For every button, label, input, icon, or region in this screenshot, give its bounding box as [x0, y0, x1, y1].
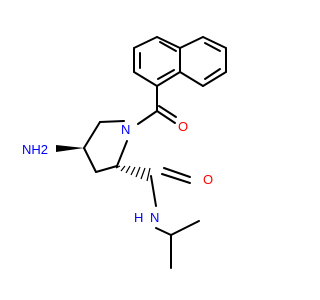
bond [156, 110, 176, 124]
wedge-bond [56, 145, 84, 152]
bond [133, 71, 158, 87]
bond [99, 120, 125, 123]
bond [202, 71, 227, 87]
amide-oxygen-label: O [203, 172, 213, 187]
bond [204, 68, 221, 80]
bond [157, 69, 175, 80]
bond [158, 105, 177, 118]
amine-label: NH2 [22, 142, 48, 157]
bond [159, 41, 177, 52]
ring-nitrogen-label: N [121, 122, 130, 137]
bonds [83, 36, 227, 269]
bond [83, 147, 97, 173]
bond [179, 36, 204, 49]
bond [204, 42, 221, 52]
bond [156, 71, 181, 87]
bond [116, 140, 128, 167]
bond [163, 167, 191, 178]
bond [179, 71, 204, 87]
stereo-bonds [56, 145, 151, 182]
bond [156, 36, 181, 49]
bond [137, 110, 158, 125]
bond [155, 227, 172, 236]
bond [95, 165, 118, 173]
bond [133, 36, 158, 49]
molecule-diagram: NH2 N O O N H [22, 36, 227, 269]
bond [161, 173, 191, 184]
atom-labels: NH2 N O O N H [22, 119, 213, 225]
amide-nitrogen-label: N [150, 210, 159, 225]
bond [83, 121, 101, 149]
amide-hydrogen-label: H [134, 210, 143, 225]
hashed-bond [115, 165, 151, 182]
bond [150, 175, 157, 207]
naphthoyl-oxygen-label: O [178, 119, 188, 134]
bond [170, 220, 200, 236]
bond [202, 36, 227, 49]
